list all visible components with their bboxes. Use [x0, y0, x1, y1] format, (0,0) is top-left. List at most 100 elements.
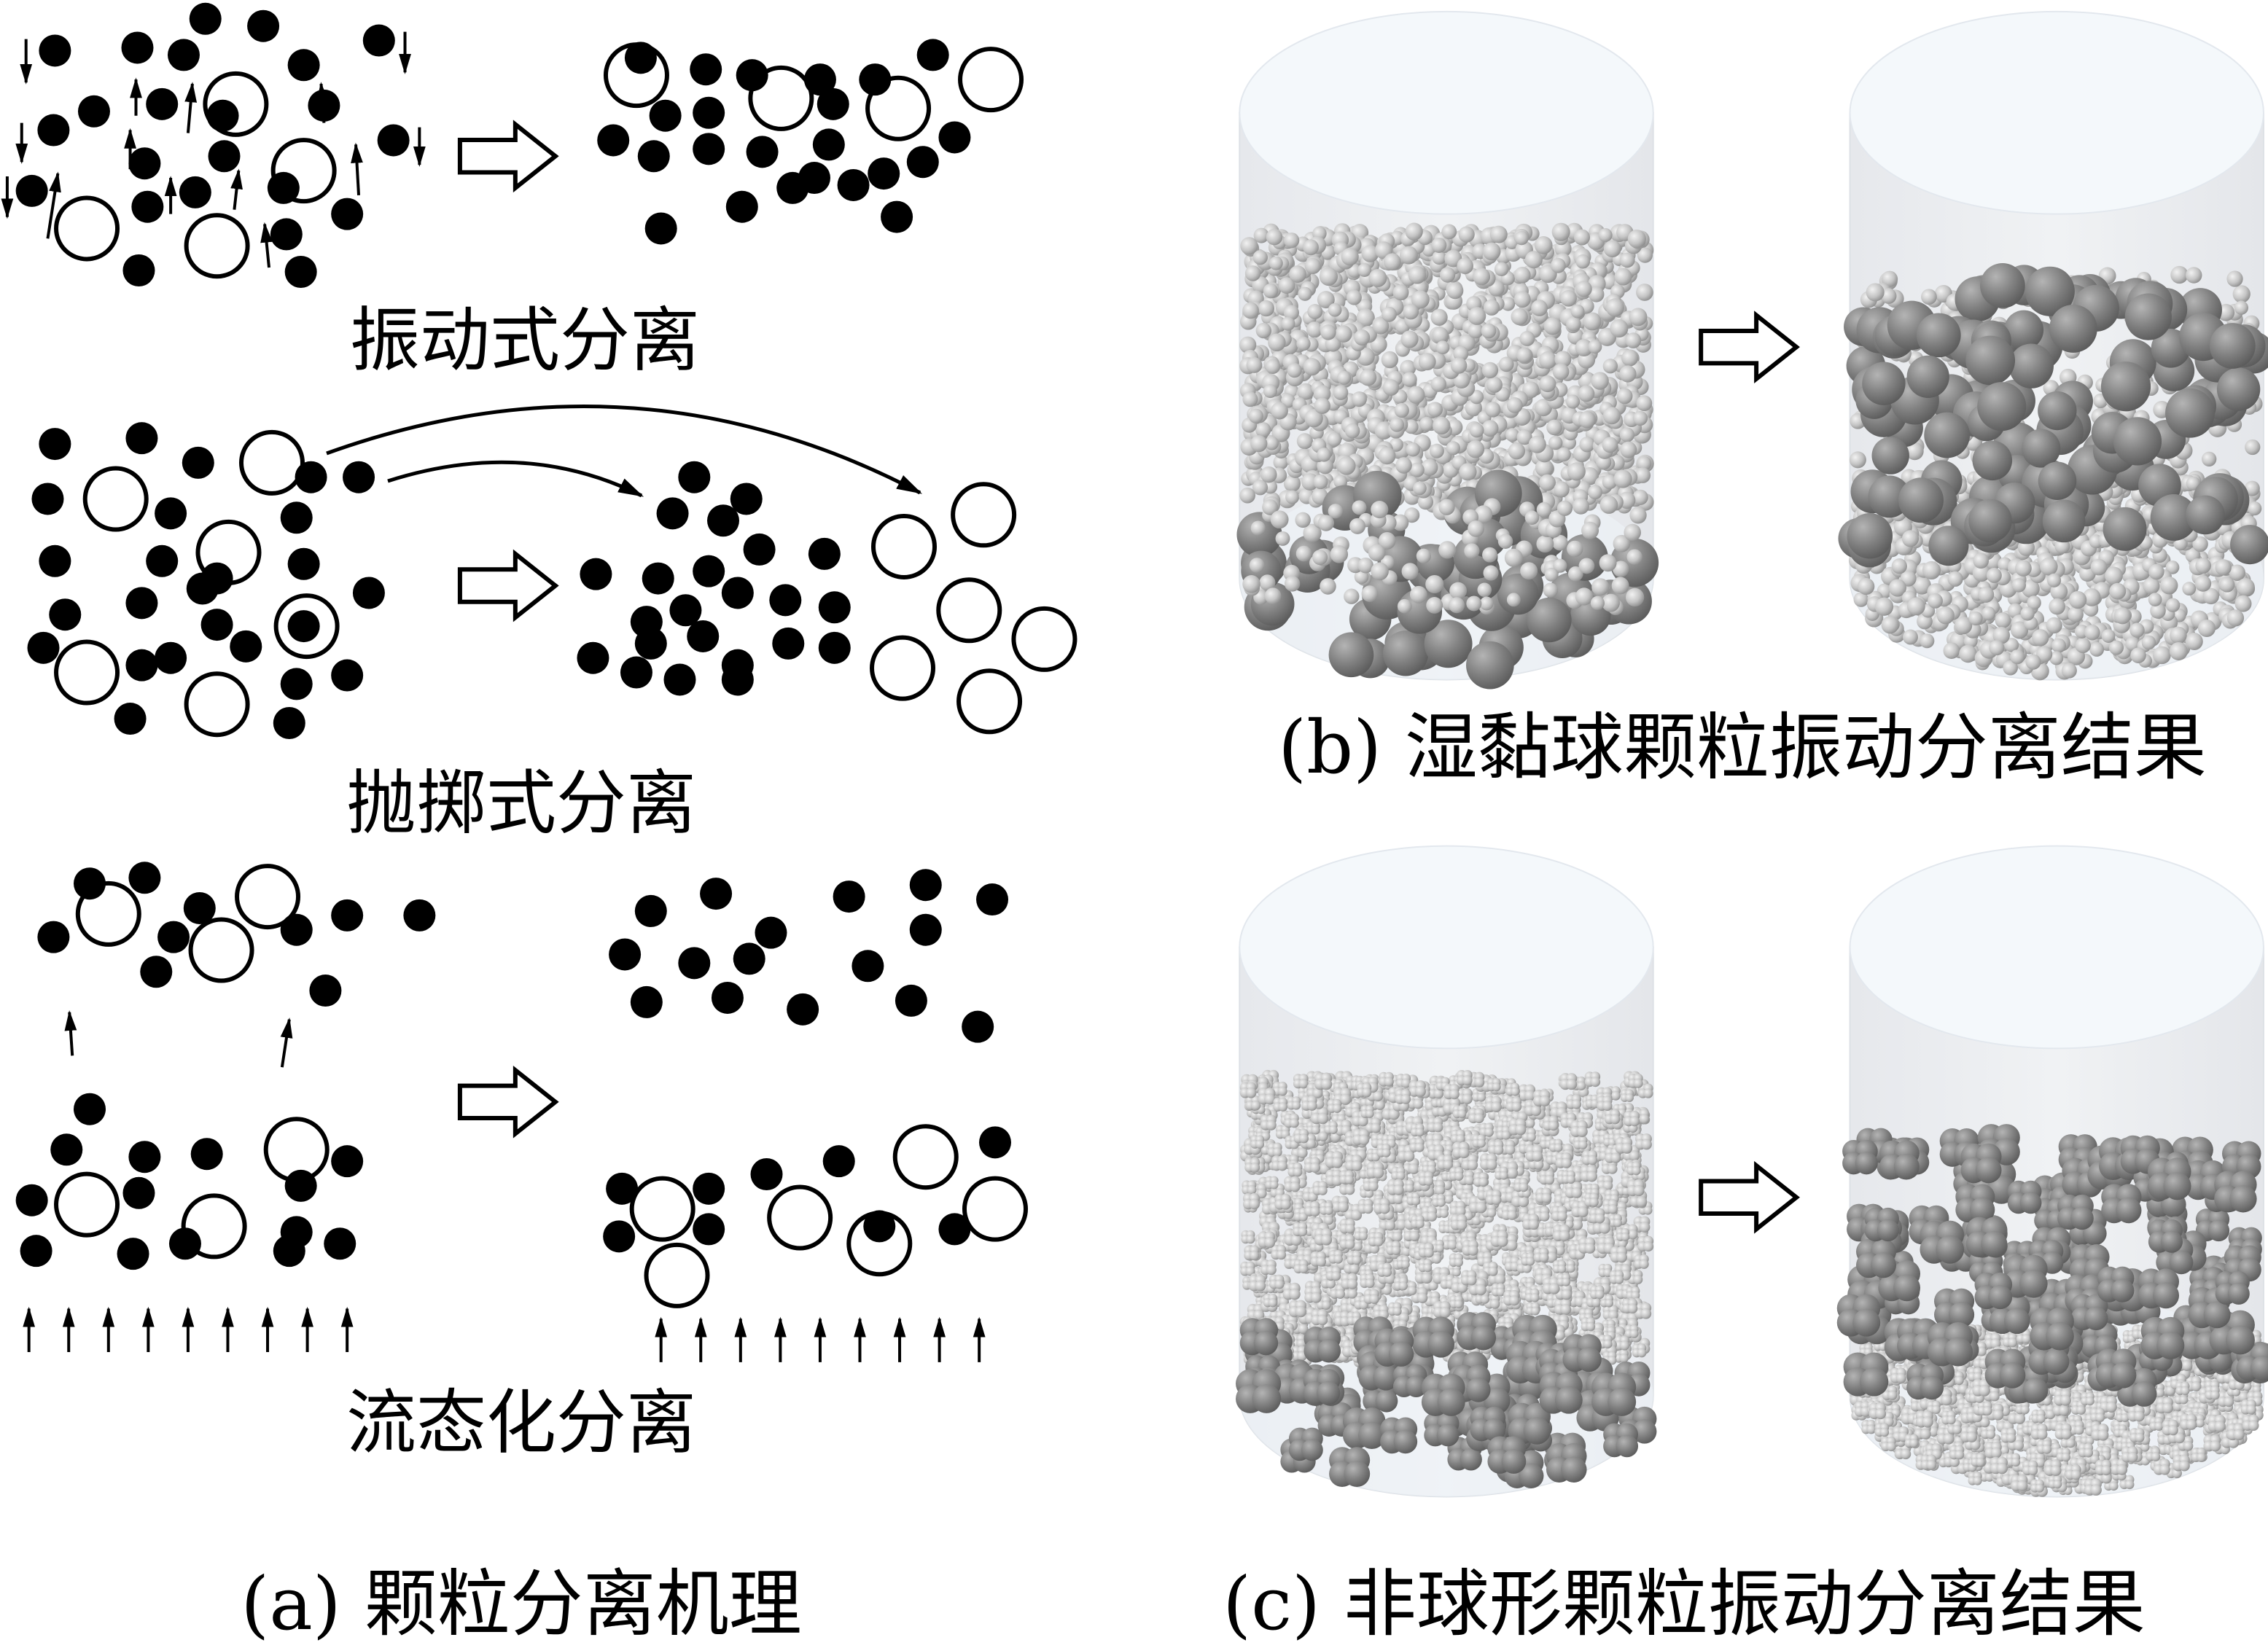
small-particle — [125, 587, 158, 620]
large-clump-particle — [1603, 1423, 1639, 1458]
small-particle — [74, 1093, 106, 1125]
small-clump-particle — [1373, 1198, 1390, 1214]
small-sphere-particle — [1619, 252, 1635, 268]
small-sphere-particle — [1458, 226, 1475, 243]
small-particle — [186, 572, 219, 605]
small-particle — [881, 200, 913, 233]
small-sphere-particle — [1427, 402, 1443, 418]
small-sphere-particle — [1317, 515, 1335, 531]
small-clump-particle — [1570, 1120, 1588, 1138]
large-clump-particle — [1421, 1373, 1465, 1416]
small-clump-particle — [1984, 1441, 2002, 1458]
small-sphere-particle — [1494, 262, 1509, 277]
small-particle — [125, 422, 158, 455]
small-sphere-particle — [2020, 606, 2035, 621]
small-clump-particle — [2172, 1454, 2190, 1472]
small-sphere-particle — [1439, 267, 1456, 283]
small-sphere-particle — [1268, 333, 1286, 352]
small-sphere-particle — [1371, 562, 1389, 581]
large-clump-particle — [1239, 1318, 1279, 1356]
small-sphere-particle — [1543, 317, 1562, 335]
small-clump-particle — [1941, 1410, 1956, 1425]
small-particle — [644, 212, 677, 245]
small-clump-particle — [2030, 1423, 2048, 1440]
small-sphere-particle — [2143, 577, 2160, 595]
small-sphere-particle — [1349, 518, 1366, 534]
small-sphere-particle — [1497, 534, 1513, 549]
small-particle — [309, 975, 342, 1007]
small-sphere-particle — [1479, 596, 1494, 611]
small-sphere-particle — [1441, 224, 1457, 240]
small-particle — [49, 598, 82, 631]
small-sphere-particle — [1289, 265, 1306, 283]
large-sphere-particle — [2165, 388, 2215, 438]
small-clump-particle — [1556, 1273, 1571, 1286]
small-sphere-particle — [1513, 267, 1531, 284]
small-particle — [776, 171, 809, 204]
small-sphere-particle — [1484, 402, 1501, 418]
small-sphere-particle — [1613, 469, 1632, 488]
small-clump-particle — [1610, 1246, 1627, 1263]
small-clump-particle — [2156, 1397, 2173, 1414]
cylinder-top — [1239, 10, 1654, 215]
large-sphere-particle — [1466, 641, 1514, 690]
small-sphere-particle — [1636, 284, 1653, 301]
large-sphere-particle — [1965, 335, 2016, 386]
small-clump-particle — [1368, 1232, 1384, 1247]
small-clump-particle — [2056, 1448, 2071, 1462]
small-sphere-particle — [1264, 587, 1282, 604]
small-sphere-particle — [1920, 633, 1935, 649]
small-particle — [909, 869, 942, 902]
small-sphere-particle — [1575, 281, 1592, 297]
small-particle — [206, 99, 239, 132]
small-clump-particle — [2030, 1479, 2044, 1493]
small-clump-particle — [1339, 1234, 1355, 1249]
large-sphere-particle — [1898, 477, 1944, 523]
small-sphere-particle — [2108, 640, 2124, 655]
small-sphere-particle — [1327, 432, 1342, 447]
small-clump-particle — [1311, 1309, 1328, 1326]
small-clump-particle — [1564, 1182, 1583, 1198]
small-sphere-particle — [1602, 437, 1618, 453]
small-particle — [812, 128, 845, 161]
small-sphere-particle — [1891, 558, 1907, 574]
small-clump-particle — [2010, 1475, 2028, 1491]
small-sphere-particle — [1400, 359, 1416, 376]
small-clump-particle — [1977, 1401, 1992, 1415]
small-sphere-particle — [1368, 269, 1387, 287]
small-particle — [280, 668, 313, 700]
small-clump-particle — [1449, 1167, 1464, 1181]
small-sphere-particle — [1603, 240, 1621, 258]
small-sphere-particle — [1508, 442, 1526, 460]
large-particle — [603, 42, 669, 109]
small-clump-particle — [2203, 1434, 2221, 1452]
small-particle — [128, 1141, 161, 1173]
large-particle — [767, 1184, 833, 1251]
small-sphere-particle — [1625, 332, 1642, 348]
small-sphere-particle — [1482, 547, 1497, 563]
small-particle — [725, 190, 758, 223]
small-clump-particle — [1624, 1110, 1640, 1127]
small-particle — [403, 899, 436, 932]
small-particle — [817, 87, 849, 120]
block-arrow-icon — [457, 1065, 559, 1139]
small-particle — [733, 942, 765, 975]
small-sphere-particle — [1426, 597, 1443, 614]
small-clump-particle — [1312, 1181, 1328, 1195]
small-sphere-particle — [1466, 595, 1482, 612]
small-sphere-particle — [1578, 385, 1595, 402]
small-sphere-particle — [2075, 637, 2091, 654]
small-clump-particle — [1304, 1200, 1320, 1217]
small-sphere-particle — [1981, 606, 1996, 621]
small-clump-particle — [1260, 1114, 1277, 1130]
small-sphere-particle — [1591, 578, 1610, 596]
small-particle — [634, 894, 667, 927]
panel-c: (c) 非球形颗粒振动分离结果 — [1223, 845, 2268, 1647]
wet-sphere-before-cylinder — [1236, 10, 1659, 690]
small-particle — [624, 42, 657, 74]
small-sphere-particle — [1506, 593, 1521, 607]
small-sphere-particle — [1506, 397, 1523, 413]
small-particle — [247, 9, 280, 42]
small-clump-particle — [1293, 1222, 1308, 1237]
small-sphere-particle — [2232, 285, 2251, 303]
